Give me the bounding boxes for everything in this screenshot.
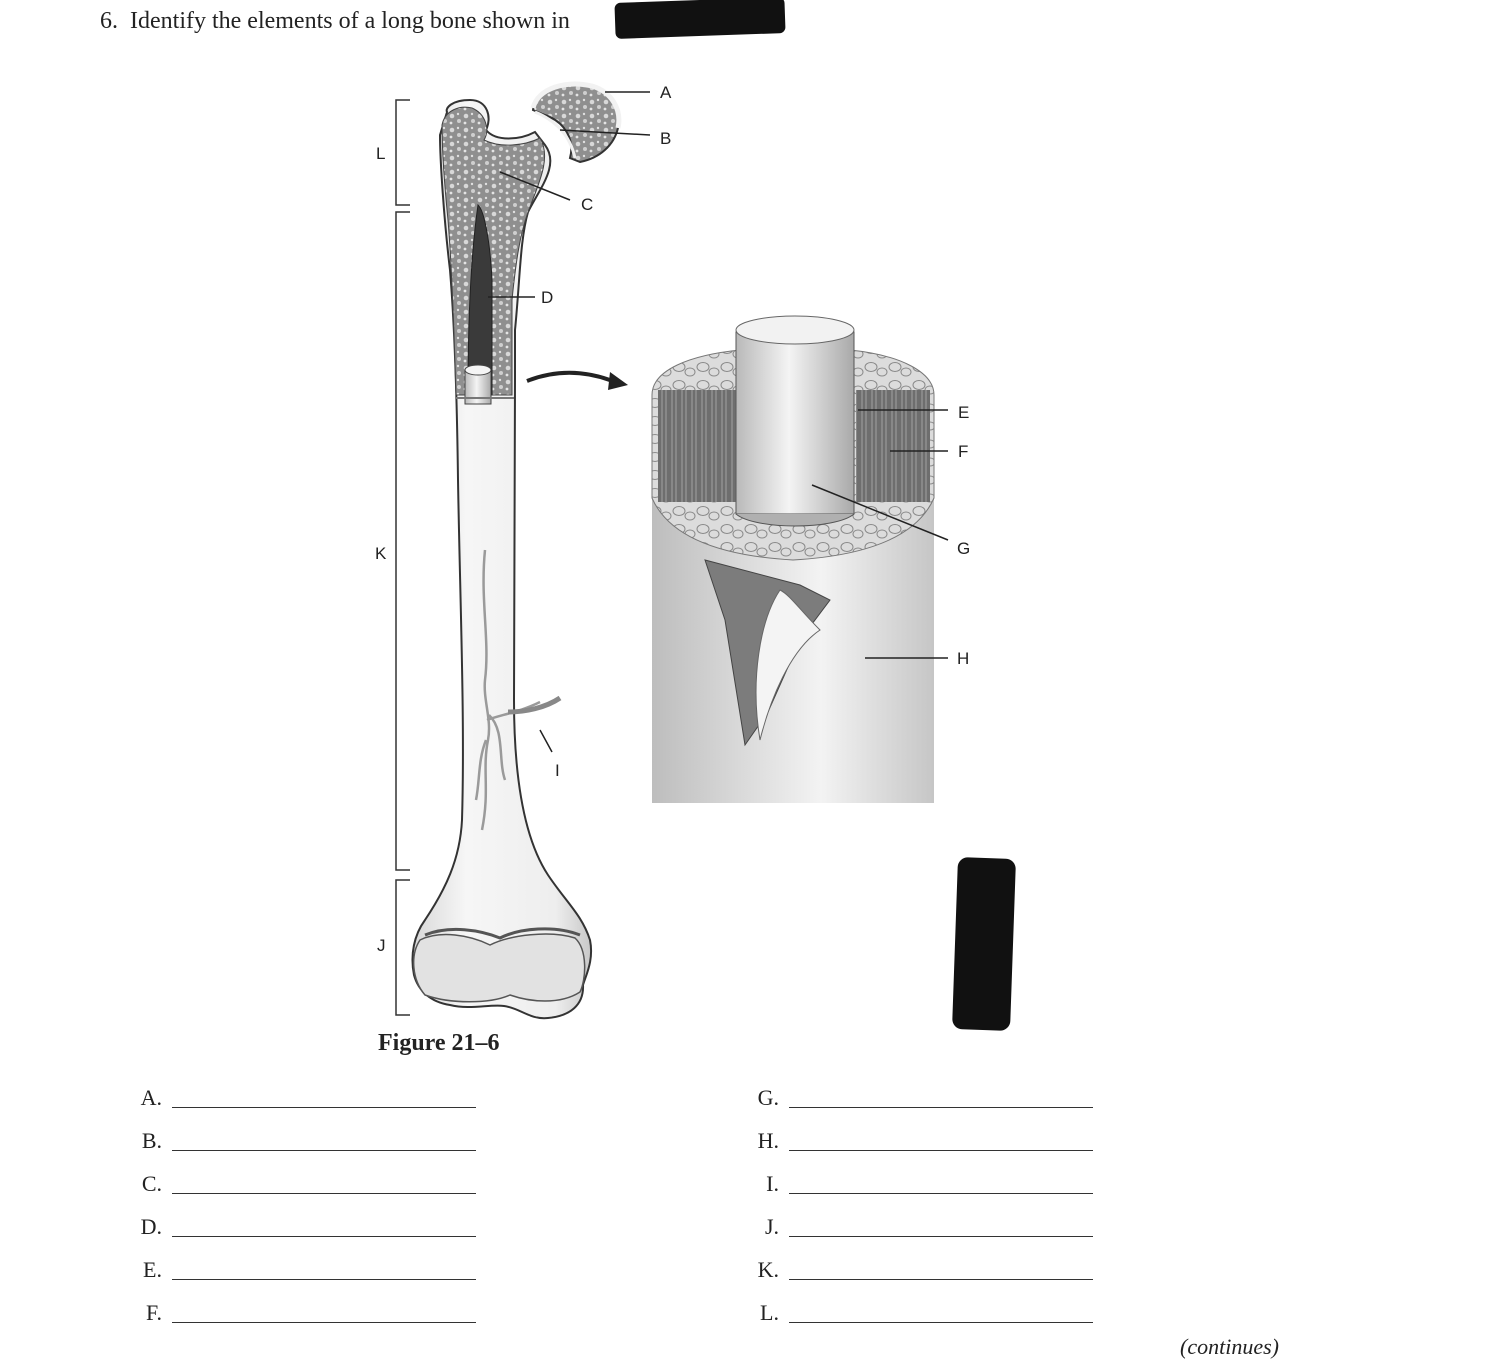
- answer-letter: J.: [764, 1214, 779, 1239]
- label-e: E: [958, 403, 969, 422]
- answer-letter: D.: [140, 1214, 162, 1239]
- answer-blank[interactable]: [172, 1236, 476, 1237]
- answer-row-k[interactable]: K.: [745, 1257, 1115, 1300]
- answer-blank[interactable]: [172, 1150, 476, 1151]
- question-text: Identify the elements of a long bone sho…: [130, 8, 570, 34]
- label-a: A: [660, 83, 672, 102]
- label-h: H: [957, 649, 969, 668]
- answer-blank[interactable]: [172, 1193, 476, 1194]
- answer-row-a[interactable]: A.: [128, 1085, 498, 1128]
- answer-blank[interactable]: [789, 1150, 1093, 1151]
- answer-letter: B.: [141, 1128, 162, 1153]
- answer-row-j[interactable]: J.: [745, 1214, 1115, 1257]
- answer-blank[interactable]: [789, 1322, 1093, 1323]
- long-bone-figure: A B C D E F G H I J K L: [375, 81, 970, 1020]
- answer-blank[interactable]: [172, 1107, 476, 1108]
- label-g: G: [957, 539, 970, 558]
- answer-row-l[interactable]: L.: [745, 1300, 1115, 1343]
- answer-row-b[interactable]: B.: [128, 1128, 498, 1171]
- label-i: I: [555, 761, 560, 780]
- answer-column-right: G. H. I. J. K. L.: [745, 1085, 1115, 1343]
- answer-row-f[interactable]: F.: [128, 1300, 498, 1343]
- label-j: J: [377, 936, 386, 955]
- zoom-arrow: [526, 370, 616, 384]
- answer-blank[interactable]: [172, 1322, 476, 1323]
- continues-note: (continues): [1180, 1334, 1279, 1359]
- answer-letter: C.: [141, 1171, 162, 1196]
- bracket-lines: [395, 99, 410, 1016]
- answer-letter: F.: [146, 1300, 162, 1325]
- answer-column-left: A. B. C. D. E. F.: [128, 1085, 498, 1343]
- label-f: F: [958, 442, 968, 461]
- answer-blank[interactable]: [789, 1236, 1093, 1237]
- answer-blank[interactable]: [789, 1107, 1093, 1108]
- answer-blank[interactable]: [172, 1279, 476, 1280]
- question-number: 6.: [100, 8, 118, 34]
- label-k: K: [375, 544, 387, 563]
- answer-letter: A.: [140, 1085, 162, 1110]
- answer-blank[interactable]: [789, 1193, 1093, 1194]
- redaction-mark-side: [952, 857, 1016, 1031]
- distal-condyles: [413, 933, 586, 1003]
- articular-cartilage: [530, 81, 622, 129]
- answer-letter: E.: [143, 1257, 162, 1282]
- answer-letter: I.: [766, 1171, 779, 1196]
- answer-row-c[interactable]: C.: [128, 1171, 498, 1214]
- label-l: L: [376, 144, 385, 163]
- inset-cross-section: [651, 315, 935, 803]
- label-b: B: [660, 129, 671, 148]
- answer-letter: H.: [757, 1128, 779, 1153]
- label-c: C: [581, 195, 593, 214]
- answer-blank[interactable]: [789, 1279, 1093, 1280]
- figure-caption: Figure 21–6: [378, 1030, 500, 1056]
- answer-row-i[interactable]: I.: [745, 1171, 1115, 1214]
- label-d: D: [541, 288, 553, 307]
- answer-row-e[interactable]: E.: [128, 1257, 498, 1300]
- answer-letter: K.: [757, 1257, 779, 1282]
- answer-row-g[interactable]: G.: [745, 1085, 1115, 1128]
- leader-lines: [488, 91, 949, 753]
- answer-row-d[interactable]: D.: [128, 1214, 498, 1257]
- answer-letter: G.: [757, 1085, 779, 1110]
- answer-row-h[interactable]: H.: [745, 1128, 1115, 1171]
- answer-letter: L.: [760, 1300, 779, 1325]
- proximal-spongy-bone: [441, 106, 546, 396]
- question-prompt: 6. Identify the elements of a long bone s…: [100, 8, 570, 35]
